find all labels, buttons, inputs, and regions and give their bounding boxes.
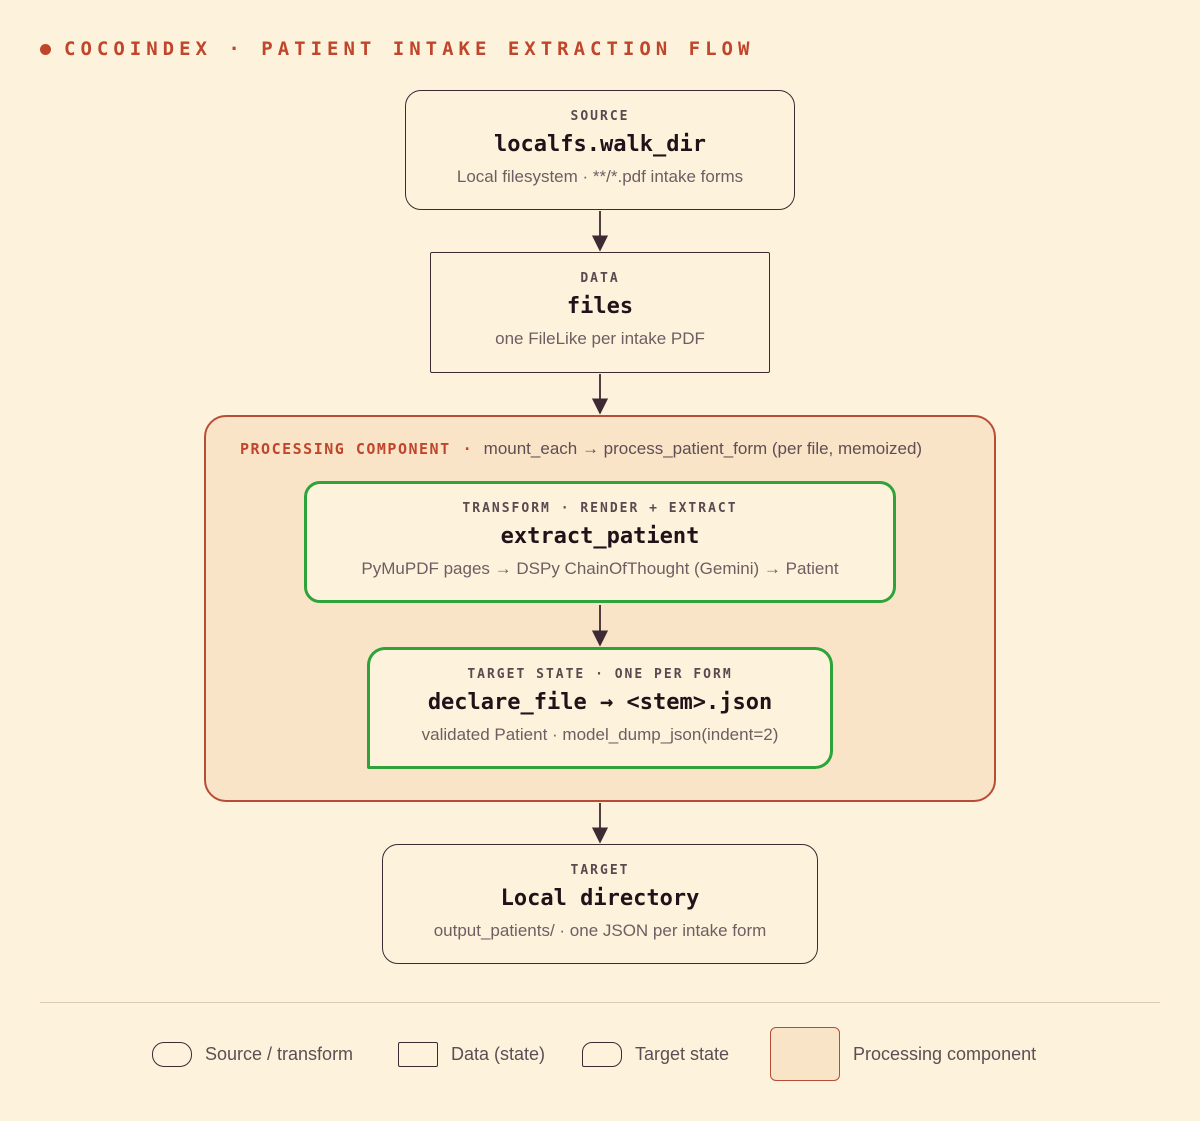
transform-description: PyMuPDF pages → DSPy ChainOfThought (Gem… — [361, 559, 839, 578]
diagram-title: COCOINDEX · PATIENT INTAKE EXTRACTION FL… — [64, 38, 755, 60]
source-description: Local filesystem · **/*.pdf intake forms — [456, 167, 744, 186]
target-description: output_patients/ · one JSON per intake f… — [433, 921, 767, 940]
transform-node: TRANSFORM · RENDER + EXTRACT extract_pat… — [304, 481, 896, 603]
processing-component-label: PROCESSING COMPONENT · mount_each → proc… — [240, 438, 922, 460]
legend-swatch-data-state — [398, 1042, 438, 1067]
group-separator: · — [462, 440, 472, 458]
transform-name: extract_patient — [500, 524, 700, 549]
target-state-kicker: TARGET STATE · ONE PER FORM — [467, 667, 733, 682]
legend-label-data-state: Data (state) — [451, 1044, 546, 1064]
legend-item-target-state: Target state — [582, 1042, 729, 1067]
legend-swatch-source-transform — [152, 1042, 192, 1067]
legend-label-target-state: Target state — [635, 1044, 730, 1064]
target-state-description: validated Patient · model_dump_json(inde… — [421, 725, 779, 744]
target-state-name: declare_file → <stem>.json — [427, 690, 773, 715]
target-name: Local directory — [500, 886, 700, 911]
data-name: files — [566, 294, 634, 319]
legend-divider — [40, 1002, 1160, 1003]
data-node: DATA files one FileLike per intake PDF — [430, 252, 770, 373]
legend-label-source-transform: Source / transform — [205, 1044, 354, 1064]
data-kicker: DATA — [580, 271, 620, 286]
legend-swatch-processing-component — [770, 1027, 840, 1081]
header-dot-icon — [40, 43, 51, 55]
target-kicker: TARGET — [570, 863, 630, 878]
data-description: one FileLike per intake PDF — [495, 329, 705, 348]
target-state-node: TARGET STATE · ONE PER FORM declare_file… — [367, 647, 833, 769]
target-node: TARGET Local directory output_patients/ … — [382, 844, 818, 964]
source-node: SOURCE localfs.walk_dir Local filesystem… — [405, 90, 795, 210]
legend-swatch-target-state — [582, 1042, 622, 1067]
legend-item-source-transform: Source / transform — [152, 1042, 353, 1067]
source-name: localfs.walk_dir — [494, 132, 706, 157]
legend-item-processing-component: Processing component — [770, 1027, 1036, 1081]
group-description: mount_each → process_patient_form (per f… — [483, 439, 923, 458]
legend-item-data-state: Data (state) — [398, 1042, 545, 1067]
source-kicker: SOURCE — [570, 109, 630, 124]
diagram-header: COCOINDEX · PATIENT INTAKE EXTRACTION FL… — [40, 36, 754, 62]
legend-label-processing-component: Processing component — [853, 1043, 1037, 1064]
group-keyword: PROCESSING COMPONENT — [240, 440, 451, 458]
transform-kicker: TRANSFORM · RENDER + EXTRACT — [462, 501, 738, 516]
